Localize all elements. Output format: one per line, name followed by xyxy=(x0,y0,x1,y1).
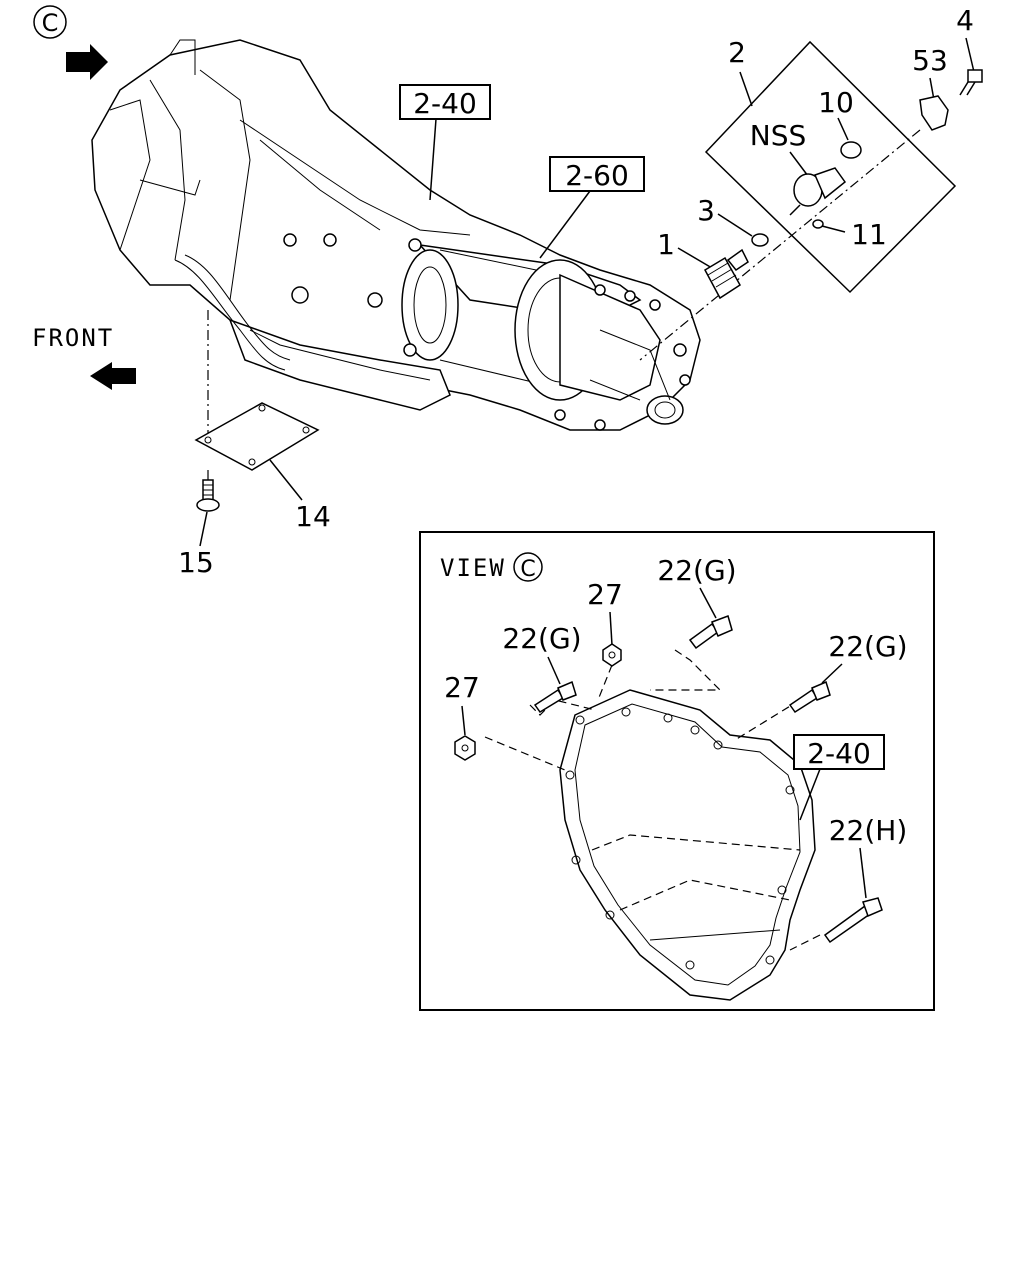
part-1-label: 1 xyxy=(657,228,675,261)
part-27-left-label: 27 xyxy=(444,671,480,704)
part-53-bracket[interactable] xyxy=(919,95,949,131)
part-10-label: 10 xyxy=(818,86,854,119)
ref-box-2-40-top[interactable]: 2-40 xyxy=(399,84,491,120)
part-27-top-label: 27 xyxy=(587,578,623,611)
part-1-driven-gear[interactable] xyxy=(704,248,749,300)
part-22h-bolt[interactable] xyxy=(823,897,883,944)
nss-sensor[interactable] xyxy=(789,167,847,216)
svg-text:2-40: 2-40 xyxy=(413,87,477,120)
nss-label: NSS xyxy=(750,119,807,152)
part-27-left-nut[interactable] xyxy=(454,735,476,761)
part-22g-top-label: 22(G) xyxy=(657,554,736,587)
part-27-top-nut[interactable] xyxy=(602,643,622,667)
part-11-label: 11 xyxy=(851,218,887,251)
part-2-group: 2 xyxy=(704,36,957,294)
svg-text:2-40: 2-40 xyxy=(807,737,871,770)
part-3-label: 3 xyxy=(697,194,715,227)
part-2-label: 2 xyxy=(728,36,746,69)
ref-box-2-60[interactable]: 2-60 xyxy=(549,156,645,192)
view-c-inset: VIEW C xyxy=(419,531,935,1011)
view-c-marker: C xyxy=(520,557,535,582)
view-direction-arrow xyxy=(66,44,108,80)
part-14-label: 14 xyxy=(295,500,331,533)
transmission-assembly xyxy=(91,39,701,431)
part-22g-mid-label: 22(G) xyxy=(502,622,581,655)
view-c-title: VIEW xyxy=(440,554,506,582)
ref-box-2-40-inset[interactable]: 2-40 xyxy=(793,734,885,770)
view-c-marker-top: C xyxy=(33,5,67,39)
part-10-o-ring[interactable] xyxy=(840,141,862,159)
part-15-bolt[interactable] xyxy=(196,479,220,512)
svg-text:2-60: 2-60 xyxy=(565,159,629,192)
front-label: FRONT xyxy=(32,324,114,352)
part-22g-mid-bolt[interactable] xyxy=(533,680,577,714)
part-15-label: 15 xyxy=(178,546,214,579)
part-14-cover-plate[interactable] xyxy=(194,402,320,471)
part-4-label: 4 xyxy=(956,4,974,37)
svg-text:C: C xyxy=(42,9,59,37)
part-53-label: 53 xyxy=(912,44,948,77)
part-4-bolt[interactable] xyxy=(959,69,983,96)
front-arrow xyxy=(90,362,136,390)
part-3-washer[interactable] xyxy=(751,233,769,247)
part-22g-top-bolt[interactable] xyxy=(688,615,733,650)
part-22h-label: 22(H) xyxy=(829,814,908,847)
part-22g-right-label: 22(G) xyxy=(828,630,907,663)
part-11-screw[interactable] xyxy=(812,219,824,229)
part-22g-right-bolt[interactable] xyxy=(788,680,831,714)
